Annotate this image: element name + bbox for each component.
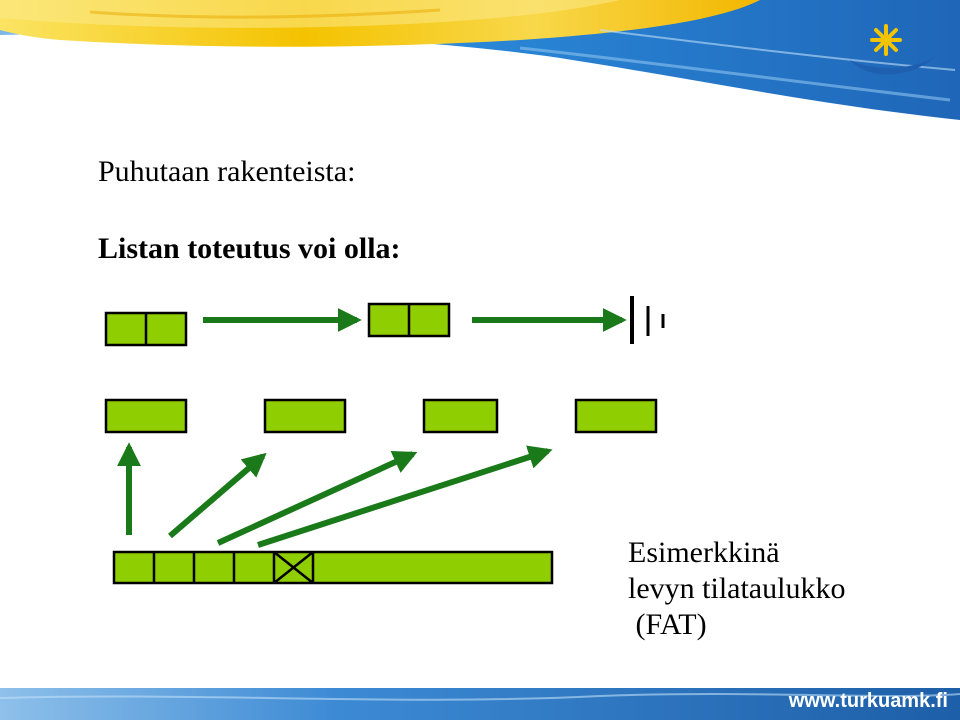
- footer-url[interactable]: www.turkuamk.fi: [789, 690, 948, 713]
- allocation-table: [114, 552, 552, 583]
- caption-line-3: (FAT): [628, 607, 845, 643]
- caption-line-2: levyn tilataulukko: [628, 571, 845, 607]
- ground-terminator-icon: [632, 296, 663, 344]
- data-block-4: [576, 400, 656, 432]
- data-block-1: [106, 400, 186, 432]
- table-arrow-2: [170, 456, 263, 536]
- list-node-1: [106, 313, 186, 345]
- list-node-2: [369, 304, 449, 336]
- data-block-2: [265, 400, 345, 432]
- caption: Esimerkkinä levyn tilataulukko (FAT): [628, 535, 845, 643]
- data-block-3: [424, 400, 497, 432]
- caption-line-1: Esimerkkinä: [628, 535, 845, 571]
- table-arrow-4: [258, 451, 548, 545]
